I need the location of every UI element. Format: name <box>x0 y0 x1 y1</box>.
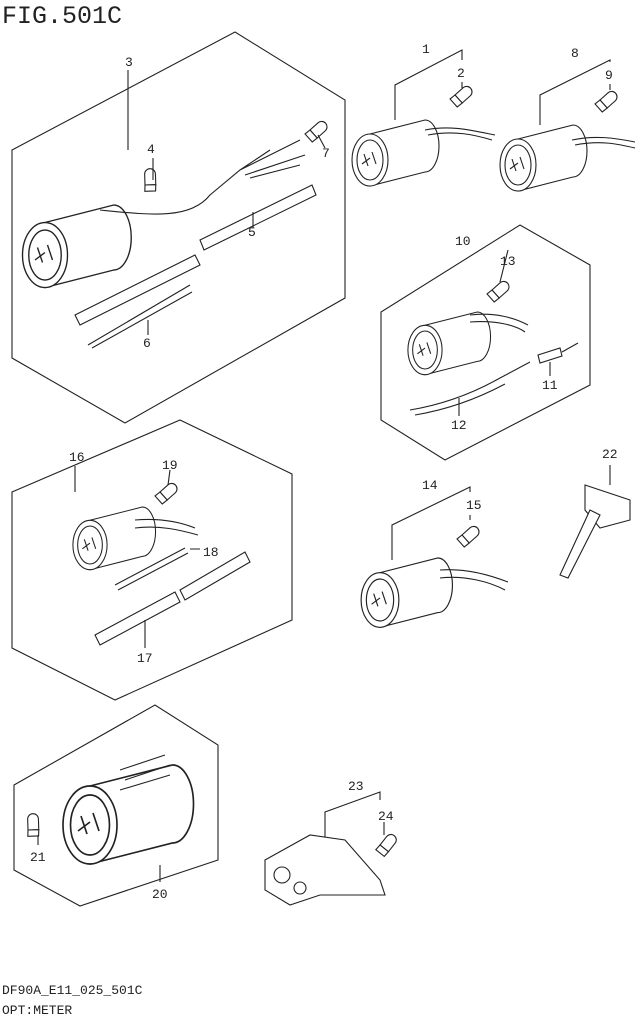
callout-16: 16 <box>69 450 85 465</box>
bulb-2 <box>447 84 476 109</box>
bracket-23 <box>264 834 386 906</box>
group-box-20 <box>13 704 219 907</box>
callout-4: 4 <box>147 142 155 157</box>
callout-19: 19 <box>162 458 178 473</box>
bulb-7 <box>302 119 331 144</box>
tube-17b <box>179 551 251 601</box>
gauge-8 <box>499 124 588 192</box>
callout-1: 1 <box>422 42 430 57</box>
bulb-9 <box>592 89 621 114</box>
diagram-code: DF90A_E11_025_501C <box>2 983 143 998</box>
callout-11: 11 <box>542 378 558 393</box>
callout-5: 5 <box>248 225 256 240</box>
callout-14: 14 <box>422 478 438 493</box>
connector-11 <box>537 347 563 364</box>
callout-15: 15 <box>466 498 482 513</box>
callout-17: 17 <box>137 651 153 666</box>
callout-2: 2 <box>457 66 465 81</box>
bulb-21 <box>21 811 46 841</box>
callout-12: 12 <box>451 418 467 433</box>
bulb-15 <box>454 524 483 549</box>
callout-24: 24 <box>378 809 394 824</box>
tube-5b <box>74 254 201 326</box>
bulb-4 <box>138 166 163 196</box>
group-box-16 <box>11 419 293 701</box>
callout-13: 13 <box>500 254 516 269</box>
sender-22 <box>559 465 631 579</box>
diagram-caption: OPT:METER <box>2 1003 73 1018</box>
figure-title: FIG.501C <box>2 2 123 31</box>
gauge-16 <box>72 506 157 571</box>
screw-24 <box>372 831 402 859</box>
harness-12 <box>409 361 531 416</box>
callout-6: 6 <box>143 336 151 351</box>
callout-23: 23 <box>348 779 364 794</box>
callout-9: 9 <box>605 68 613 83</box>
callout-3: 3 <box>125 55 133 70</box>
group-box-10 <box>380 224 591 461</box>
callout-22: 22 <box>602 447 618 462</box>
callout-8: 8 <box>571 46 579 61</box>
tube-5 <box>199 184 317 251</box>
callout-20: 20 <box>152 887 168 902</box>
gauge-3 <box>21 204 132 289</box>
cable-tie-6 <box>87 284 193 349</box>
bulb-13 <box>484 279 513 304</box>
cable-tie-18 <box>114 547 189 591</box>
gauge-20 <box>62 764 195 865</box>
gauge-14 <box>360 557 454 628</box>
callout-18: 18 <box>203 545 219 560</box>
bulb-19 <box>152 481 181 506</box>
callout-7: 7 <box>322 146 330 161</box>
callout-21: 21 <box>30 850 46 865</box>
tube-17 <box>94 591 181 646</box>
callout-10: 10 <box>455 234 471 249</box>
group-box-3 <box>11 31 346 424</box>
